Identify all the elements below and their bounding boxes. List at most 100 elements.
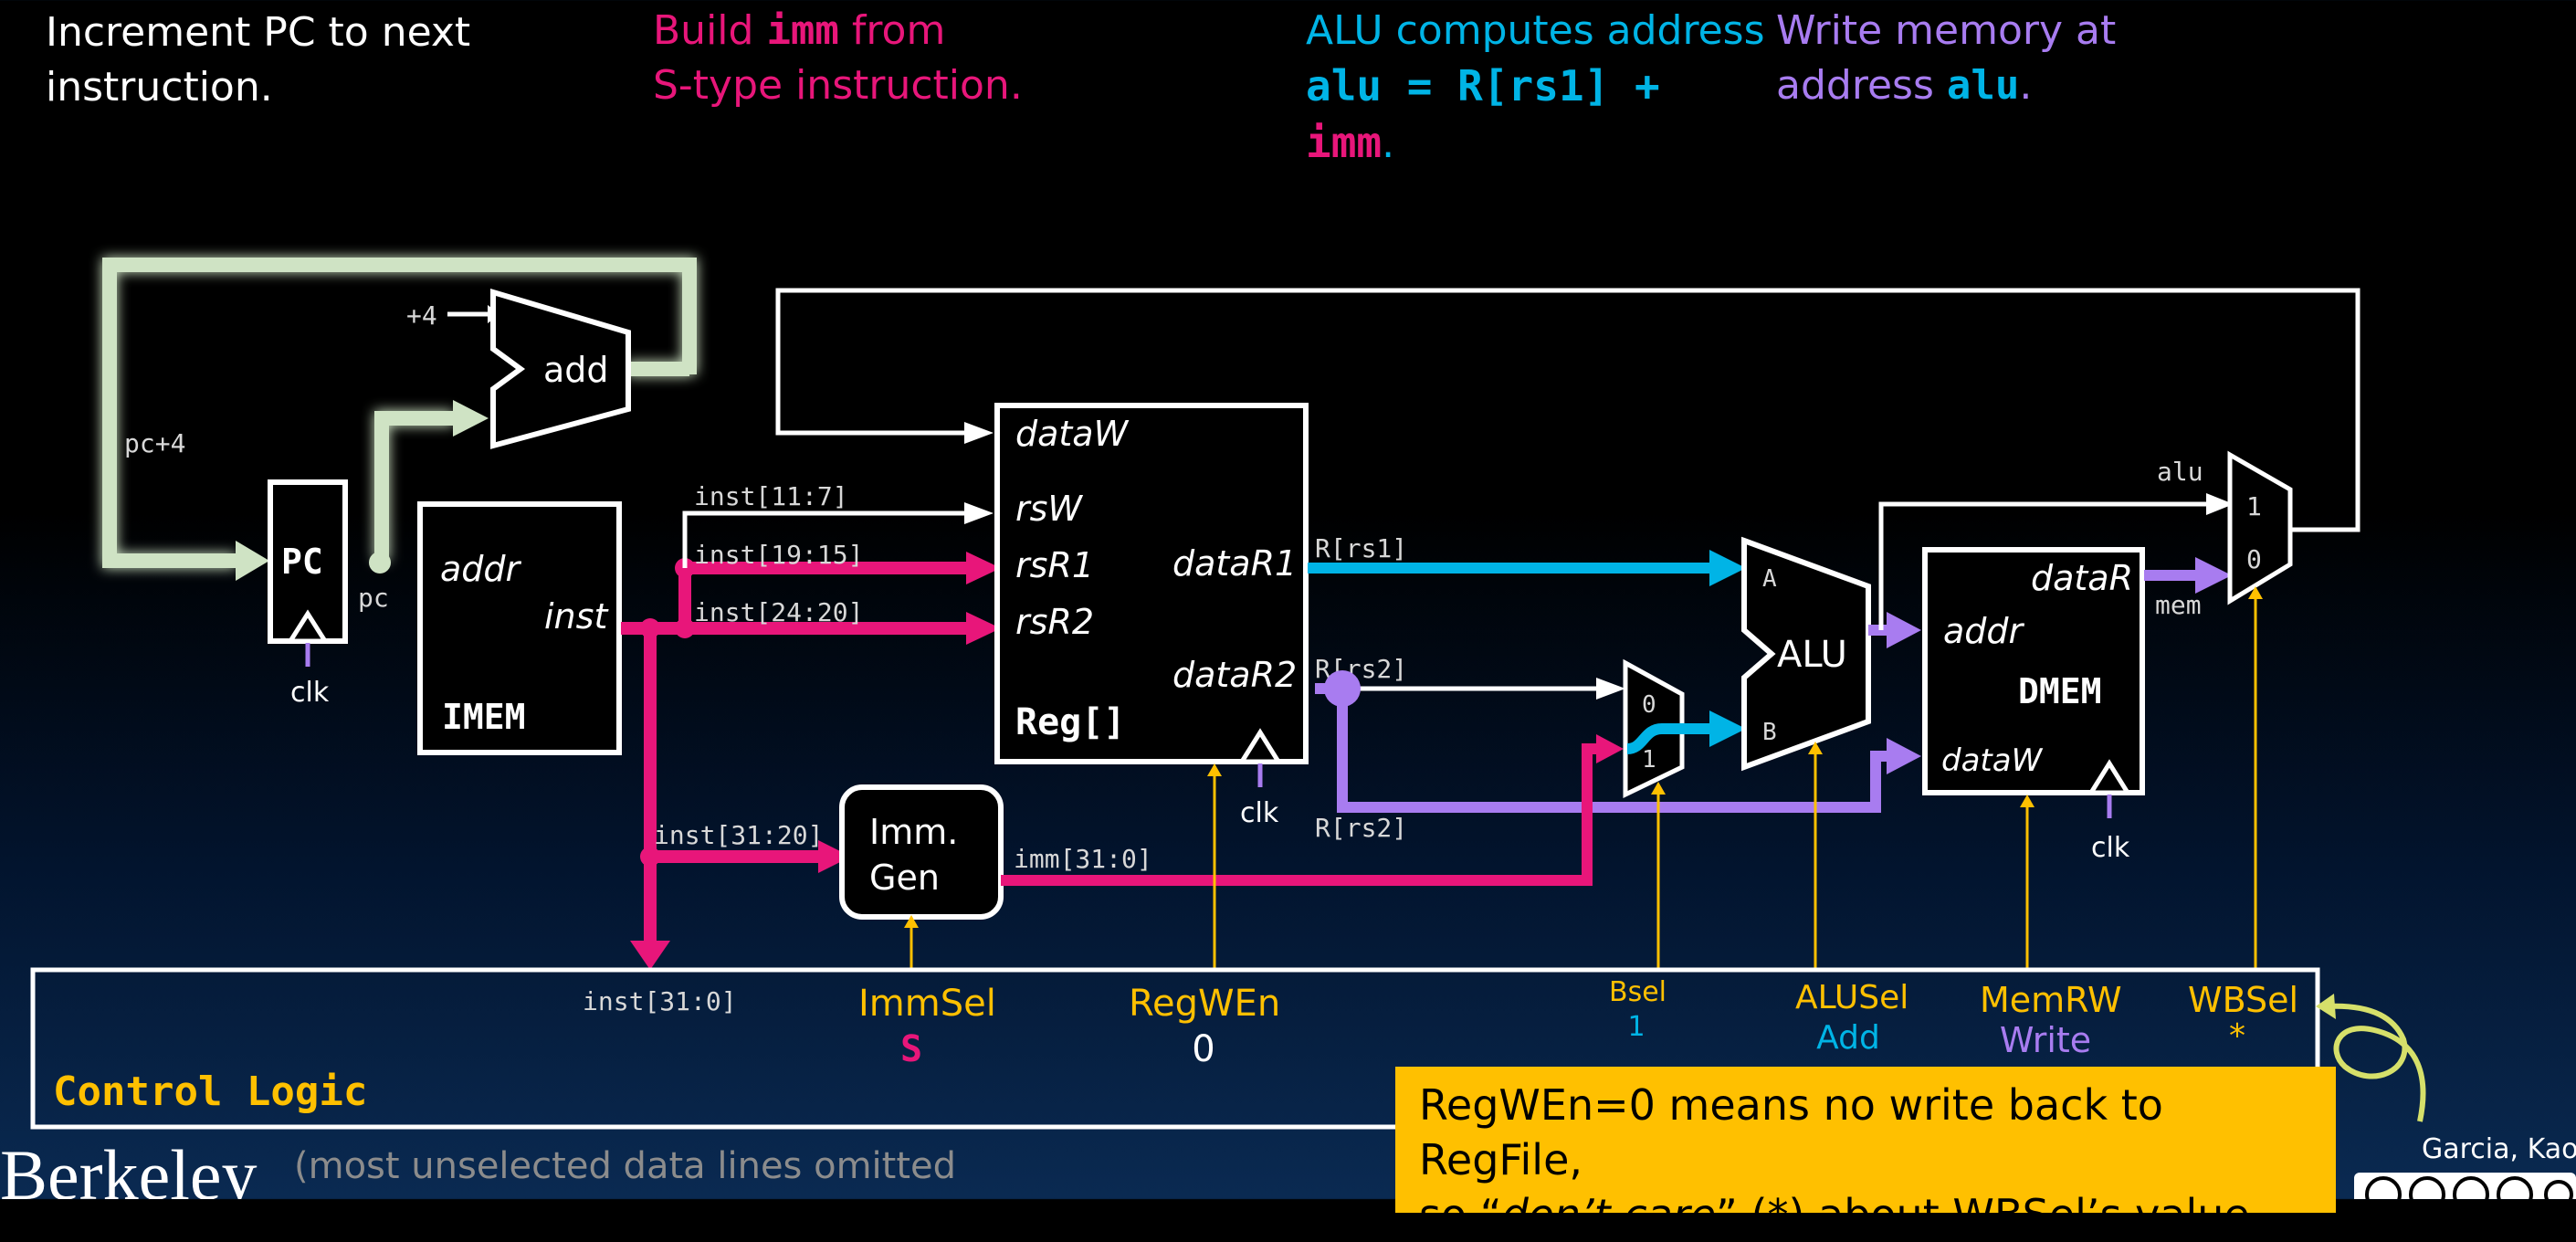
immsel-name: ImmSel [858, 983, 996, 1025]
alu-to-wbmux-wire [1878, 501, 2210, 630]
pc-clock-triangle [286, 609, 330, 644]
add-input-arrowhead [453, 400, 489, 437]
imem-label: IMEM [442, 697, 526, 737]
mem-wire-label: mem [2155, 590, 2202, 620]
pc-clk-label: clk [290, 677, 330, 709]
annotation-arrowhead [2316, 994, 2336, 1019]
immgen-label-1: Imm. [869, 812, 958, 852]
r-rs1-label: R[rs1] [1315, 533, 1407, 563]
bmux-1-arrowhead [1596, 734, 1624, 763]
caption-mem-code: alu [1946, 62, 2020, 109]
caption-pc: Increment PC to next instruction. [46, 9, 471, 111]
wbsel-value: * [2229, 1017, 2245, 1055]
wbsel-name: WBSel [2188, 980, 2298, 1020]
regfile-rsw: rsW [1015, 489, 1083, 529]
bus-dot-2 [675, 618, 695, 638]
caption-imm-text1: Build [653, 7, 767, 54]
bsel-name: Bsel [1609, 976, 1667, 1008]
regfile-clk-label: clk [1240, 797, 1279, 829]
control-signal-arrowheads [904, 586, 2263, 928]
dmem-clk-label: clk [2091, 832, 2130, 864]
regfile-dataw: dataW [1015, 414, 1130, 454]
bsel-value: 1 [1627, 1011, 1645, 1043]
rs2-junction-dot [1324, 670, 1361, 707]
immgen-label-2: Gen [869, 858, 940, 898]
wbmux-1-label: 1 [2246, 491, 2262, 521]
annotation-squiggle [2326, 1003, 2426, 1122]
regwen-name: RegWEn [1129, 983, 1280, 1025]
wbmux-0-label: 0 [2246, 544, 2262, 574]
dmem-addr-arrowhead [1887, 612, 1921, 648]
berkeley-logo: Berkeley [0, 1135, 258, 1199]
dmem-dataw-arrowhead [1887, 738, 1921, 774]
alu-block [1741, 536, 1871, 772]
inst-31-0-label: inst[31:0] [583, 986, 737, 1016]
alu-a-arrowhead [1709, 550, 1746, 586]
caption-mem-text1: Write memory at [1776, 7, 2117, 54]
alu-wire-label: alu [2157, 457, 2203, 487]
inst-11-7-label: inst[11:7] [694, 481, 848, 511]
caption-imm-text3: S-type instruction. [653, 62, 1023, 109]
dmem-addr-label: addr [1943, 611, 2025, 651]
dmem-label: DMEM [2018, 671, 2102, 711]
caption-alu: ALU computes address alu = R[rs1] + imm. [1306, 4, 1781, 172]
bus-dot-1 [640, 618, 660, 638]
caption-mem-text2: address [1776, 62, 1947, 109]
imm-31-0-label: imm[31:0] [1014, 844, 1152, 874]
callout-line-2c: ” (*) about WBSel’s value. [1716, 1190, 2264, 1239]
caption-alu-dot: . [1382, 121, 1395, 167]
wbsel-mux [2227, 450, 2293, 605]
control-logic-title: Control Logic [53, 1068, 367, 1115]
imm-gen-block [839, 784, 1004, 920]
bmux-selected-path [1626, 723, 1717, 754]
caption-alu-text: ALU computes address [1306, 7, 1765, 54]
regfile-datar1: dataR1 [1172, 543, 1297, 584]
rsw-wire [682, 510, 968, 568]
caption-mem-dot: . [2019, 62, 2033, 109]
caption-alu-imm: imm [1306, 118, 1383, 167]
imm-wire [1001, 743, 1600, 886]
register-file [994, 403, 1309, 764]
pc-plus4-label: pc+4 [124, 428, 185, 458]
dmem-clock-triangle [2087, 759, 2132, 795]
caption-mem: Write memory at address alu. [1776, 4, 2160, 113]
control-signal-wires [909, 595, 2257, 970]
datapath-diagram: pc+4 +4 add PC clk pc addr inst IMEM ins… [0, 258, 2576, 1199]
control-in-arrowhead [630, 941, 670, 970]
bmux-0-arrowhead [1596, 678, 1625, 700]
callout-line-1: RegWEn=0 means no write back to RegFile, [1419, 1080, 2163, 1184]
wbmux-1-arrowhead [2206, 493, 2234, 515]
adder-label: add [543, 350, 609, 390]
rsw-arrowhead [964, 502, 994, 524]
callout-line-2b: don’t care [1501, 1190, 1717, 1239]
regfile-label: Reg[] [1015, 701, 1125, 743]
alu-b-label: B [1762, 719, 1777, 746]
caption-imm-code: imm [766, 7, 839, 54]
pc-wire-label: pc [358, 583, 389, 613]
regfile-datar2: dataR2 [1172, 655, 1297, 695]
alu-b-arrowhead [1709, 710, 1746, 747]
imem-addr-label: addr [440, 549, 522, 589]
memrw-name: MemRW [1980, 980, 2122, 1020]
callout-line-2a: so “ [1419, 1190, 1502, 1239]
bmux-0-label: 0 [1642, 691, 1656, 719]
imem-block [417, 501, 622, 755]
imem-inst-label: inst [544, 596, 609, 637]
immsel-value: S [900, 1028, 922, 1070]
alusel-value: Add [1816, 1019, 1880, 1057]
regwen-value: 0 [1192, 1028, 1214, 1070]
bmux-1-label: 1 [1642, 746, 1656, 774]
pc-label: PC [281, 542, 323, 582]
alu-label: ALU [1777, 634, 1847, 676]
pc-junction-dot [369, 552, 391, 574]
footer-note: (most unselected data lines omitted [294, 1145, 956, 1187]
writeback-loop [775, 288, 2360, 532]
memrw-value: Write [2000, 1020, 2091, 1060]
wbmux-0-arrowhead [2195, 557, 2232, 594]
rsr2-arrowhead [966, 612, 1001, 645]
inst-19-15-label: inst[19:15] [694, 540, 863, 570]
license-badge [2354, 1173, 2576, 1199]
pc-plus4-loop [102, 258, 697, 568]
caption-alu-code: alu = R[rs1] + [1306, 61, 1660, 111]
callout-line-2: so “don’t care” (*) about WBSel’s value. [1419, 1187, 2312, 1242]
